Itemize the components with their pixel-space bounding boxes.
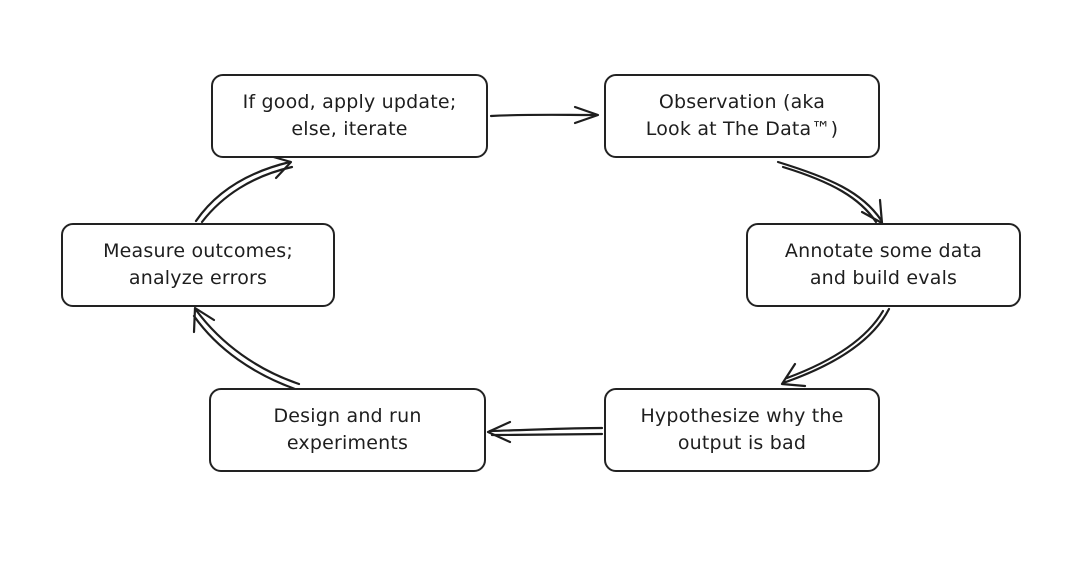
arrow-experiments-to-measure [194,308,301,386]
arrow-measure-to-apply [194,160,292,223]
node-observation-line-2: Look at The Data™) [645,118,839,140]
arrowhead-experiments-to-measure [192,306,216,334]
arrow-hypothesize-to-experiments-2 [490,432,604,437]
node-experiments-line-1: Design and run [273,405,422,427]
node-observation-line-1: Observation (aka [658,91,826,113]
arrow-observation-to-annotate [776,160,883,222]
node-hypothesize: Hypothesize why the output is bad [604,388,880,472]
node-hypothesize-line-2: output is bad [677,432,807,454]
node-measure-line-2: analyze errors [128,267,268,289]
node-apply-update: If good, apply update; else, iterate [211,74,488,158]
arrow-apply-to-observation [489,113,599,118]
arrowhead-annotate-to-hypothesize [780,362,807,388]
arrowhead-apply-to-observation [573,105,600,125]
node-annotate-line-2: and build evals [809,267,958,289]
arrow-experiments-to-measure-2 [192,314,297,391]
arrow-annotate-to-hypothesize-2 [785,309,885,380]
arrowhead-measure-to-apply [268,154,293,180]
arrowhead-hypothesize-to-experiments [486,420,512,444]
node-experiments-line-2: experiments [286,432,409,454]
node-apply-update-line-1: If good, apply update; [242,91,457,113]
node-hypothesize-line-1: Hypothesize why the [640,405,844,427]
arrow-annotate-to-hypothesize [781,307,891,385]
node-experiments: Design and run experiments [209,388,486,472]
node-annotate-line-1: Annotate some data [784,240,983,262]
arrow-hypothesize-to-experiments [488,426,604,433]
node-observation: Observation (aka Look at The Data™) [604,74,880,158]
arrow-observation-to-annotate-2 [781,165,878,224]
node-annotate: Annotate some data and build evals [746,223,1021,307]
node-apply-update-line-2: else, iterate [291,118,408,140]
node-measure-line-1: Measure outcomes; [103,240,293,262]
arrow-measure-to-apply-2 [200,165,294,224]
node-measure: Measure outcomes; analyze errors [61,223,335,307]
